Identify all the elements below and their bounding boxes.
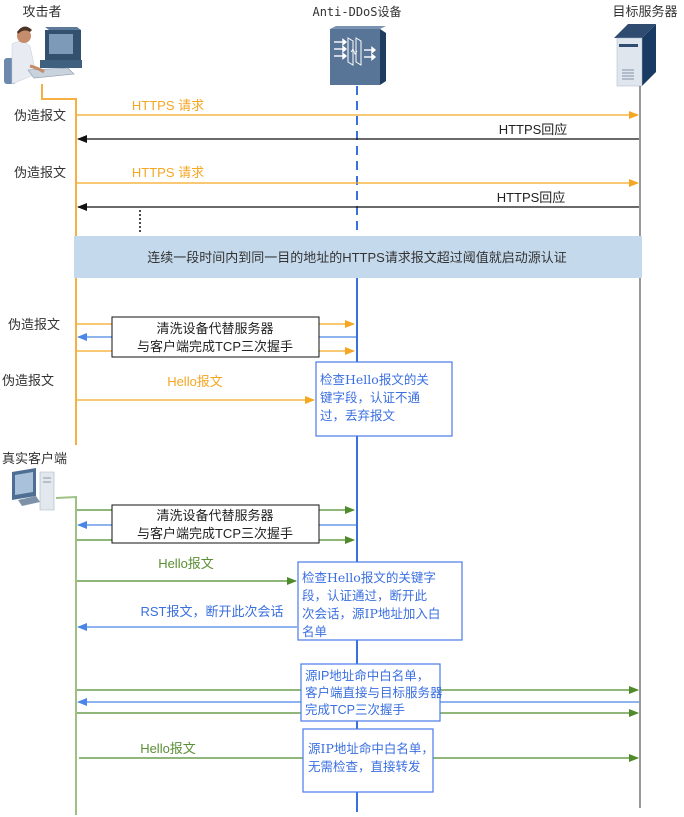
check-fail-line: 检查Hello报文的关	[320, 372, 429, 387]
check-fail-line: 过，丢弃报文	[320, 408, 396, 423]
hello-label: Hello报文	[167, 374, 223, 389]
whitelist-forward-note	[302, 728, 434, 793]
anti-ddos-label: Anti-DDoS设备	[312, 5, 401, 19]
check-pass-line: 次会话，源IP地址加入白	[302, 606, 440, 621]
handshake-line-2: 与客户端完成TCP三次握手	[137, 339, 293, 354]
check-fail-note	[315, 361, 453, 437]
handshake-box	[111, 316, 320, 358]
handshake-line-1: 清洗设备代替服务器	[156, 321, 273, 336]
banner-text: 连续一段时间内到同一目的地址的HTTPS请求报文超过阈值就启动源认证	[147, 250, 567, 265]
anti-ddos-device-icon	[330, 26, 386, 85]
handshake-line-1: 清洗设备代替服务器	[156, 508, 273, 523]
forward-line: 源IP地址命中白名单，	[308, 741, 434, 756]
whitelist-handshake-note	[300, 663, 441, 722]
forward-line: 无需检查，直接转发	[308, 759, 421, 774]
https-response-label: HTTPS回应	[497, 190, 566, 205]
attacker-lifeline	[41, 84, 77, 445]
check-pass-line: 名单	[302, 624, 327, 639]
desktop-computer-icon	[12, 468, 55, 511]
client-lifeline	[55, 495, 77, 815]
https-request-label: HTTPS 请求	[132, 165, 204, 180]
forged-packet-label: 伪造报文	[8, 318, 60, 333]
whitelist-line: 完成TCP三次握手	[305, 702, 405, 717]
rst-label: RST报文，断开此次会话	[140, 604, 283, 619]
hello-label: Hello报文	[158, 556, 214, 571]
forged-packet-label: 伪造报文	[14, 166, 66, 181]
check-pass-line: 段，认证通过，断开此	[302, 588, 428, 603]
check-pass-note	[297, 561, 463, 641]
handshake-line-2: 与客户端完成TCP三次握手	[137, 526, 293, 541]
attacker-at-computer-icon	[4, 26, 82, 85]
forged-packet-label: 伪造报文	[2, 374, 54, 389]
forged-packet-label: 伪造报文	[14, 109, 66, 124]
source-auth-banner	[74, 236, 642, 278]
https-response-label: HTTPS回应	[499, 122, 568, 137]
check-pass-line: 检查Hello报文的关键字	[302, 570, 436, 585]
check-fail-line: 键字段，认证不通	[320, 390, 421, 405]
server-tower-icon	[614, 24, 656, 87]
handshake-box	[111, 504, 320, 544]
attacker-label: 攻击者	[22, 5, 61, 20]
server-label: 目标服务器	[612, 4, 677, 20]
hello-label: Hello报文	[140, 741, 196, 756]
https-request-label: HTTPS 请求	[132, 98, 204, 113]
real-client-label: 真实客户端	[2, 451, 67, 467]
whitelist-line: 源IP地址命中白名单，	[305, 668, 429, 683]
whitelist-line: 客户端直接与目标服务器	[305, 685, 443, 700]
